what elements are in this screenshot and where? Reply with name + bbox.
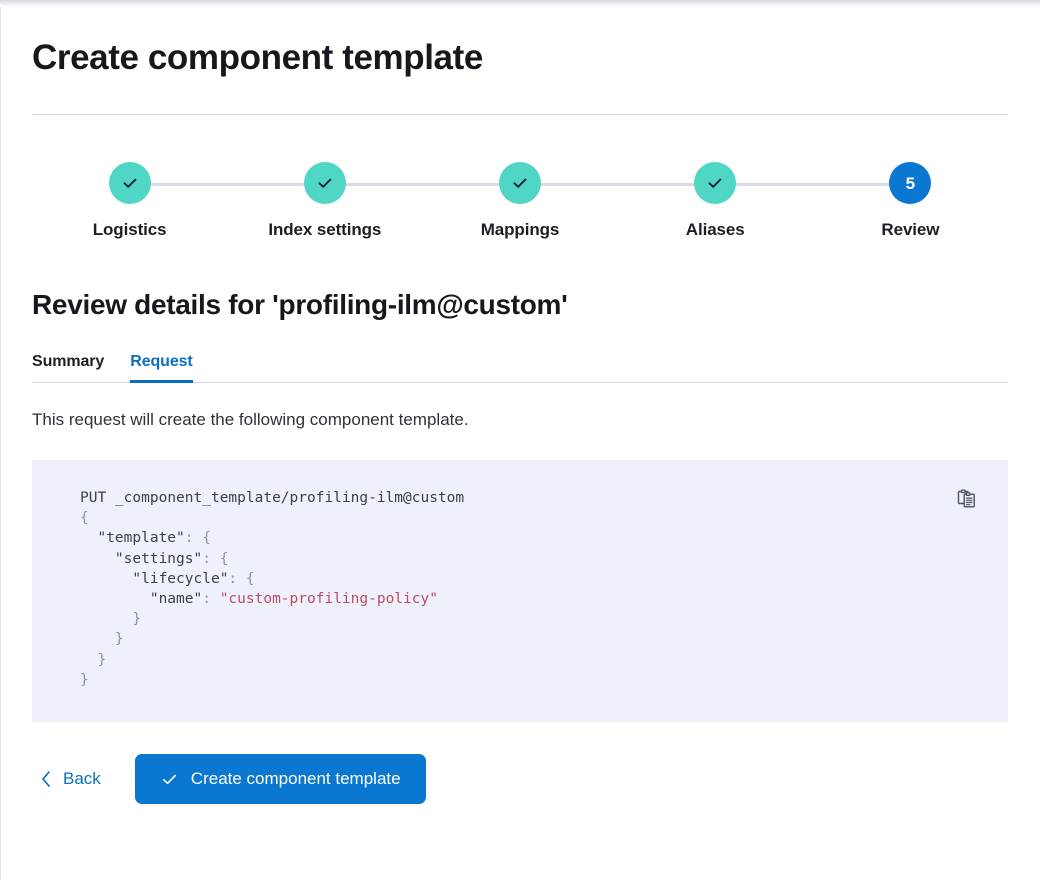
- tab-request[interactable]: Request: [130, 353, 194, 383]
- step-connector-line: [520, 183, 716, 186]
- step-label: Logistics: [92, 220, 167, 239]
- page-title: Create component template: [32, 38, 483, 77]
- step-status-indicator: [108, 162, 151, 204]
- step-mappings[interactable]: Mappings: [324, 162, 617, 240]
- header-divider: [32, 114, 1008, 115]
- check-icon: [162, 774, 176, 784]
- step-aliases[interactable]: Aliases: [520, 162, 813, 240]
- tab-summary[interactable]: Summary: [32, 353, 104, 383]
- step-index-settings[interactable]: Index settings: [129, 162, 422, 240]
- copy-clipboard-icon[interactable]: [954, 486, 980, 512]
- tabs-divider: [32, 382, 1008, 383]
- check-icon: [123, 178, 136, 188]
- step-status-indicator: [303, 162, 346, 204]
- step-connector-line: [129, 183, 325, 186]
- step-label: Mappings: [480, 220, 560, 239]
- step-number: 5: [905, 173, 916, 193]
- copy-clipboard-icon-glyph: [957, 489, 975, 508]
- review-tabs: Summary Request: [32, 353, 1008, 383]
- step-status-indicator: [694, 162, 737, 204]
- wizard-footer: Back Create component template: [32, 754, 1008, 804]
- window-top-shade: [0, 0, 1040, 7]
- request-code-block[interactable]: PUT _component_template/profiling-ilm@cu…: [80, 490, 465, 688]
- step-status-indicator: [499, 162, 541, 204]
- step-connector-line: [715, 183, 911, 186]
- step-label: Index settings: [268, 220, 382, 239]
- wizard-stepper: Logistics Index settings Mappings: [32, 162, 1008, 240]
- step-label: Review: [881, 220, 940, 239]
- create-component-template-button[interactable]: Create component template: [134, 754, 426, 804]
- request-code-panel: PUT _component_template/profiling-ilm@cu…: [32, 460, 1008, 722]
- check-icon: [708, 178, 722, 188]
- code-string-value: "custom-profiling-policy": [219, 591, 438, 608]
- back-button[interactable]: Back: [32, 761, 111, 797]
- page-left-border: [0, 0, 1, 881]
- step-logistics[interactable]: Logistics: [32, 162, 227, 240]
- create-component-template-button-label: Create component template: [190, 769, 401, 788]
- request-description: This request will create the following c…: [32, 410, 469, 429]
- chevron-left-icon: [42, 771, 50, 787]
- code-method: PUT: [80, 490, 107, 506]
- review-heading: Review details for 'profiling-ilm@custom…: [32, 289, 568, 320]
- step-status-indicator: 5: [889, 162, 932, 204]
- check-icon: [513, 178, 527, 188]
- code-path: _component_template/profiling-ilm@custom: [114, 490, 465, 506]
- step-label: Aliases: [685, 220, 745, 239]
- step-review[interactable]: 5 Review: [715, 162, 1008, 240]
- back-button-label: Back: [63, 769, 101, 788]
- check-icon: [318, 178, 332, 188]
- step-connector-line: [324, 183, 521, 186]
